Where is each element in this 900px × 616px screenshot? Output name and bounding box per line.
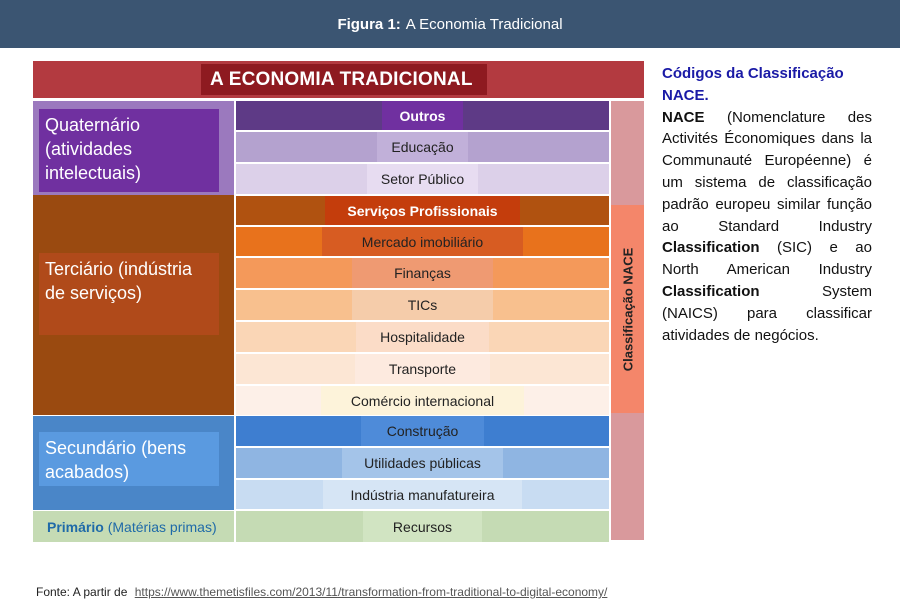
figure-title: A Economia Tradicional [405,15,563,33]
sector-secundario-label: Secundário (bens acabados) [39,432,219,486]
row-construcao-label: Construção [360,416,485,446]
row-comercio-internacional-label: Comércio internacional [320,386,525,415]
row-financas: Finanças [236,258,609,288]
sector-terciario: Terciário (indústria de serviços) [33,195,234,415]
source-link[interactable]: https://www.themetisfiles.com/2013/11/tr… [134,585,608,599]
source-footer: Fonte: A partir de https://www.themetisf… [36,585,607,599]
sector-secundario: Secundário (bens acabados) [33,416,234,510]
sidebar-text-1: (Nomenclature des Activités Économiques … [662,108,872,235]
row-transporte: Transporte [236,354,609,384]
row-recursos-label: Recursos [362,511,483,542]
figure-label: Figura 1: [337,15,401,33]
row-construcao: Construção [236,416,609,446]
classification-term-1: Classification [662,239,760,257]
row-comercio-internacional: Comércio internacional [236,386,609,415]
row-outros-label: Outros [381,101,464,130]
row-hospitalidade: Hospitalidade [236,322,609,352]
row-educacao: Educação [236,132,609,162]
sector-quaternario-label: Quaternário (atividades intelectuais) [39,109,219,192]
row-educacao-label: Educação [377,132,468,162]
row-utilidades-publicas: Utilidades públicas [236,448,609,478]
row-utilidades-publicas-label: Utilidades públicas [342,448,503,478]
source-prefix: Fonte: A partir de [36,585,128,599]
sector-primario-label: Primário (Matérias primas) [47,519,217,535]
row-setor-publico-label: Setor Público [366,164,479,194]
sidebar-paragraph: NACE (Nomenclature des Activités Économi… [662,107,872,347]
row-servicos-profissionais-label: Serviços Profissionais [325,196,520,225]
row-hospitalidade-label: Hospitalidade [356,322,489,352]
row-tics-label: TICs [351,290,494,320]
nace-term: NACE [662,108,705,126]
sector-primario-bold: Primário [47,518,104,535]
row-industria-manufatureira: Indústria manufatureira [236,480,609,509]
classification-term-2: Classification [662,282,760,300]
nace-box: Classificação NACE [611,205,644,413]
row-outros: Outros [236,101,609,130]
row-mercado-imobiliario-label: Mercado imobiliário [321,227,524,256]
sector-primario: Primário (Matérias primas) [33,511,234,542]
row-transporte-label: Transporte [354,354,491,384]
figure-header: Figura 1: A Economia Tradicional [0,0,900,48]
sidebar-text-2: (SIC) e ao North American Industry [662,239,872,279]
sector-primario-rest: (Matérias primas) [103,518,217,535]
row-recursos: Recursos [236,511,609,542]
row-mercado-imobiliario: Mercado imobiliário [236,227,609,256]
sector-quaternario: Quaternário (atividades intelectuais) [33,101,234,195]
nace-label: Classificação NACE [620,247,635,371]
sector-terciario-label: Terciário (indústria de serviços) [39,253,219,335]
sidebar-description: Códigos da Classificação NACE. NACE (Nom… [662,63,872,346]
diagram-title: A ECONOMIA TRADICIONAL [201,64,487,95]
sidebar-title: Códigos da Classificação NACE. [662,65,844,104]
diagram-title-bar: A ECONOMIA TRADICIONAL [33,61,644,98]
sidebar-text-3: System (NAICS) para classificar atividad… [662,282,872,344]
economy-diagram: A ECONOMIA TRADICIONAL Quaternário (ativ… [33,61,645,542]
row-financas-label: Finanças [352,258,493,288]
row-servicos-profissionais: Serviços Profissionais [236,196,609,225]
row-industria-manufatureira-label: Indústria manufatureira [322,480,523,509]
row-tics: TICs [236,290,609,320]
row-setor-publico: Setor Público [236,164,609,194]
